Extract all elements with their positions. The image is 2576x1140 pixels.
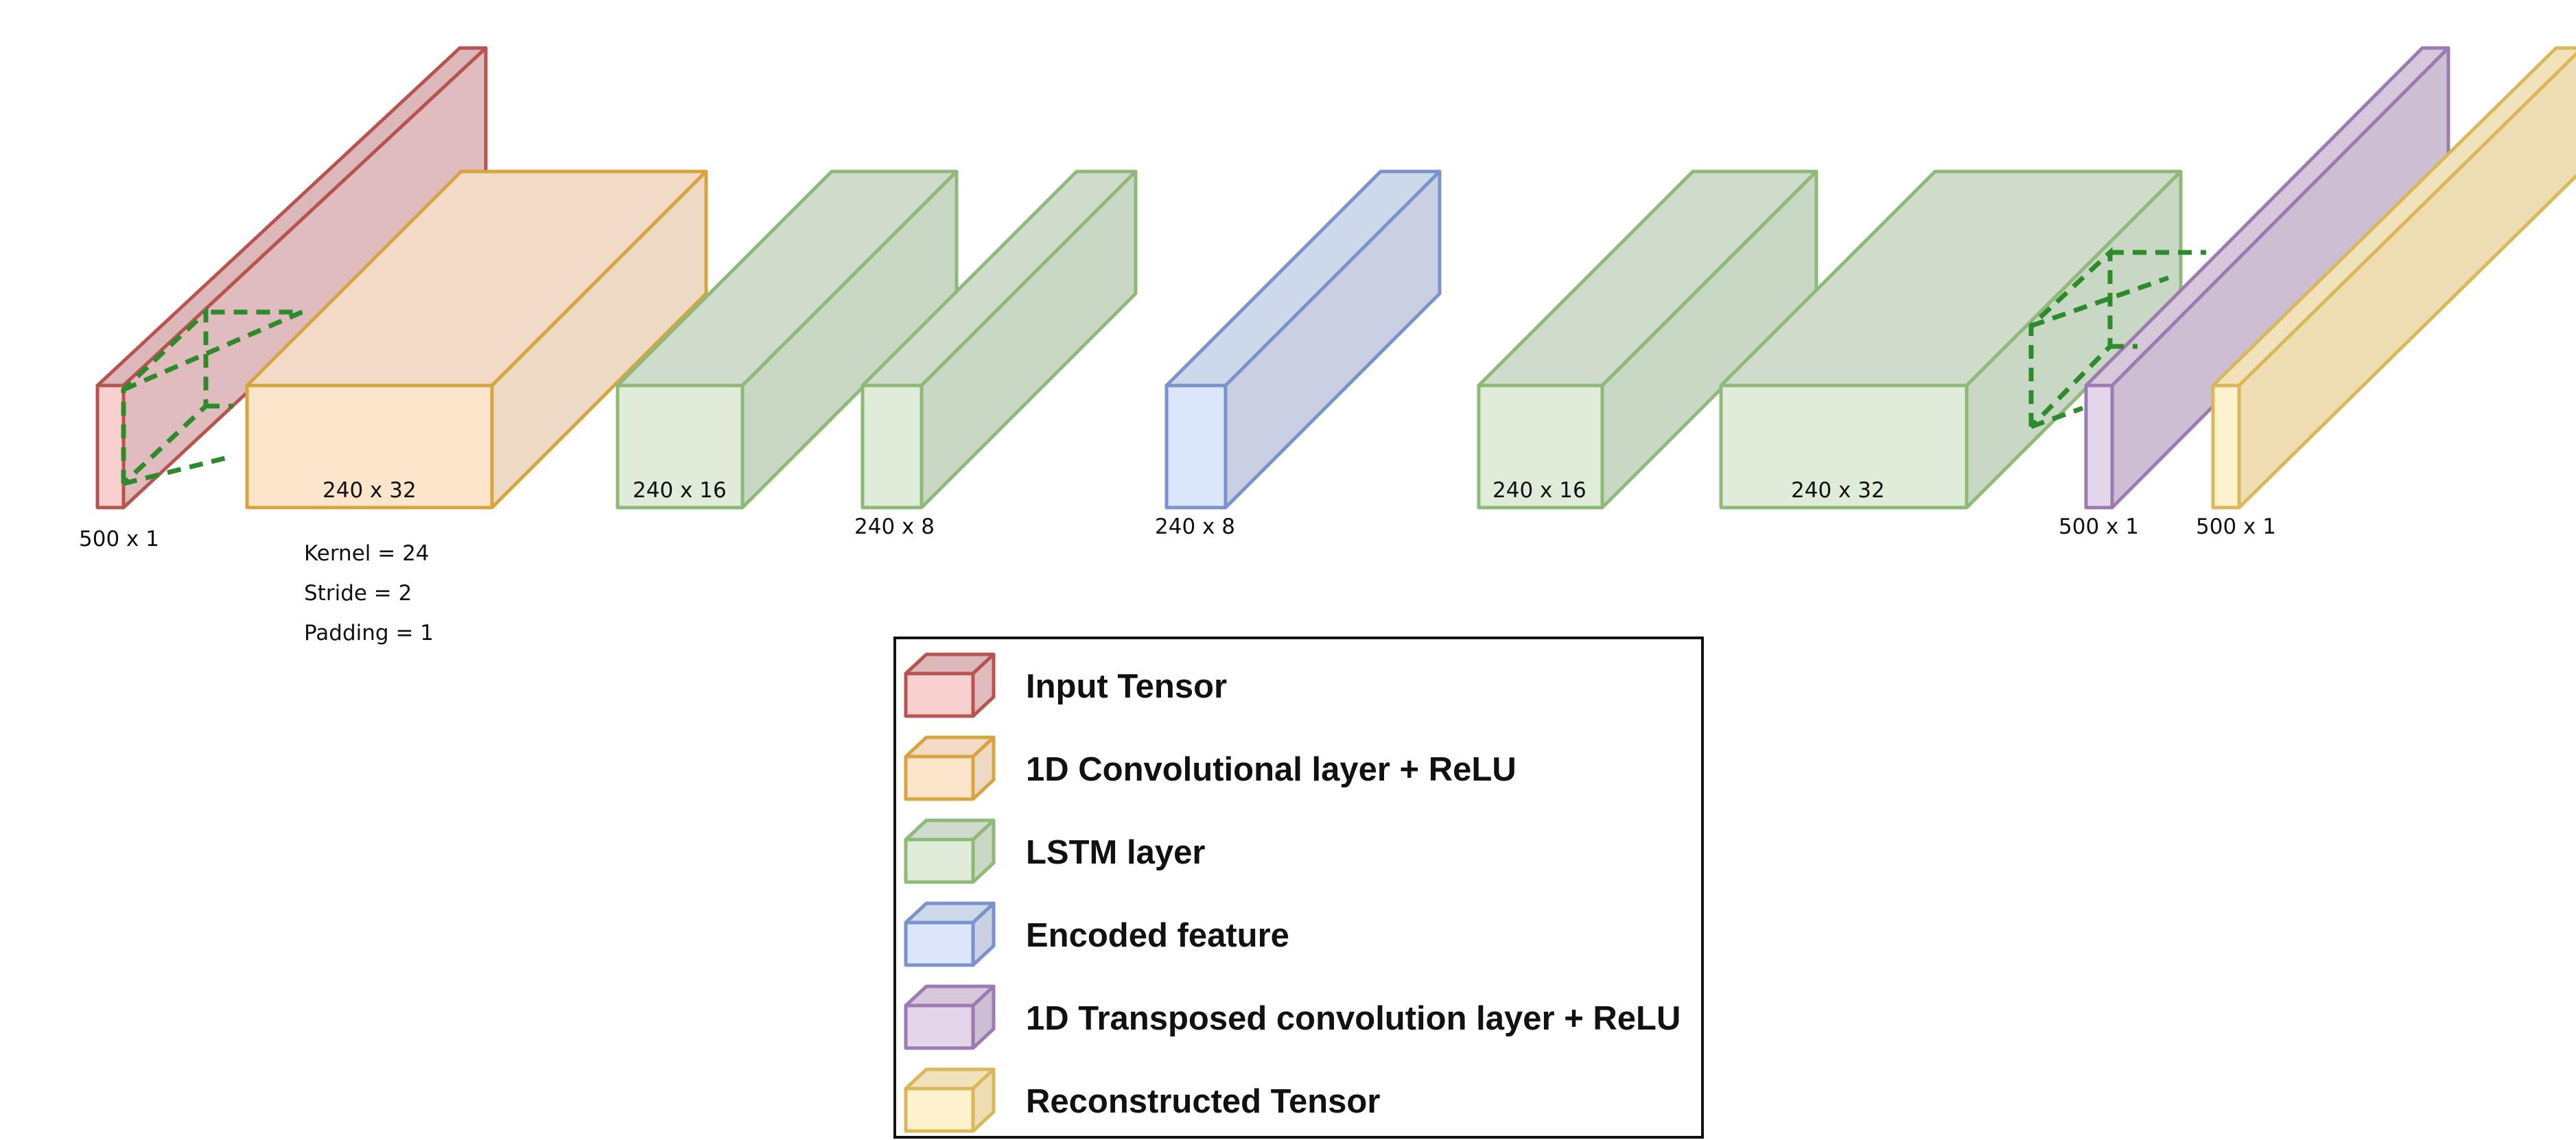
lstm1-block bbox=[616, 169, 959, 510]
legend-label-lstm: LSTM layer bbox=[1026, 834, 1205, 871]
legend-swatch-output-icon bbox=[904, 1067, 996, 1133]
lstm1-block-front bbox=[616, 383, 745, 510]
stride-label: Stride = 2 bbox=[304, 581, 412, 606]
encoded-feature-block bbox=[1164, 169, 1442, 510]
lstm3-block-front bbox=[1477, 383, 1604, 510]
legend-label-conv: 1D Convolutional layer + ReLU bbox=[1026, 751, 1517, 788]
conv-window-guide-encoder bbox=[121, 306, 303, 486]
padding-label: Padding = 1 bbox=[304, 621, 434, 645]
output-dim-label: 500 x 1 bbox=[2196, 514, 2276, 539]
lstm3-dim-label: 240 x 16 bbox=[1492, 478, 1586, 503]
legend-label-input: Input Tensor bbox=[1026, 668, 1227, 705]
legend-swatch-output-icon-front bbox=[904, 1086, 975, 1133]
lstm3-block bbox=[1477, 169, 1818, 510]
lstm2-dim-label: 240 x 8 bbox=[854, 514, 935, 539]
legend-swatch-transposed-icon bbox=[904, 984, 996, 1050]
legend-swatch-encoded-icon-front bbox=[904, 921, 975, 967]
legend-box bbox=[893, 637, 1704, 1139]
conv1d-block bbox=[245, 169, 708, 510]
legend: Input Tensor 1D Convolutional layer + ReL… bbox=[893, 637, 1704, 1139]
legend-swatch-lstm-icon-front bbox=[904, 838, 975, 884]
legend-swatch-conv-icon-front bbox=[904, 755, 975, 801]
reconstructed-tensor-block bbox=[2211, 46, 2576, 510]
legend-swatch-conv-icon bbox=[904, 735, 996, 801]
lstm4-dim-label: 240 x 32 bbox=[1791, 478, 1885, 503]
conv-window-guide-decoder bbox=[2028, 246, 2206, 429]
conv1d-block-front bbox=[245, 383, 494, 510]
layer-blocks bbox=[95, 46, 2576, 510]
lstm4-block bbox=[1719, 169, 2183, 510]
lstm1-dim-label: 240 x 16 bbox=[633, 478, 727, 503]
conv1-dim-label: 240 x 32 bbox=[323, 478, 417, 503]
reconstructed-tensor-block-front bbox=[2211, 383, 2241, 510]
transposed-dim-label: 500 x 1 bbox=[2059, 514, 2139, 539]
input-tensor-block-front bbox=[95, 383, 126, 510]
legend-items: Input Tensor 1D Convolutional layer + ReL… bbox=[904, 652, 1681, 1133]
legend-swatch-transposed-icon-front bbox=[904, 1004, 975, 1050]
legend-label-encoded: Encoded feature bbox=[1026, 917, 1289, 954]
legend-swatch-input-icon bbox=[904, 652, 996, 718]
legend-swatch-encoded-icon bbox=[904, 901, 996, 967]
input-dim-label: 500 x 1 bbox=[79, 527, 159, 551]
kernel-label: Kernel = 24 bbox=[304, 541, 430, 566]
lstm2-block bbox=[860, 169, 1138, 510]
transposed-conv-block-front bbox=[2084, 383, 2114, 510]
encoded-dim-label: 240 x 8 bbox=[1155, 514, 1235, 539]
legend-swatch-input-icon-front bbox=[904, 672, 975, 718]
lstm4-block-front bbox=[1719, 383, 1969, 510]
legend-label-transposed: 1D Transposed convolution layer + ReLU bbox=[1026, 1000, 1681, 1037]
encoded-feature-block-front bbox=[1164, 383, 1228, 510]
lstm2-block-front bbox=[860, 383, 924, 510]
legend-swatch-lstm-icon bbox=[904, 818, 996, 884]
input-tensor-block bbox=[95, 46, 488, 510]
legend-label-output: Reconstructed Tensor bbox=[1026, 1083, 1380, 1120]
